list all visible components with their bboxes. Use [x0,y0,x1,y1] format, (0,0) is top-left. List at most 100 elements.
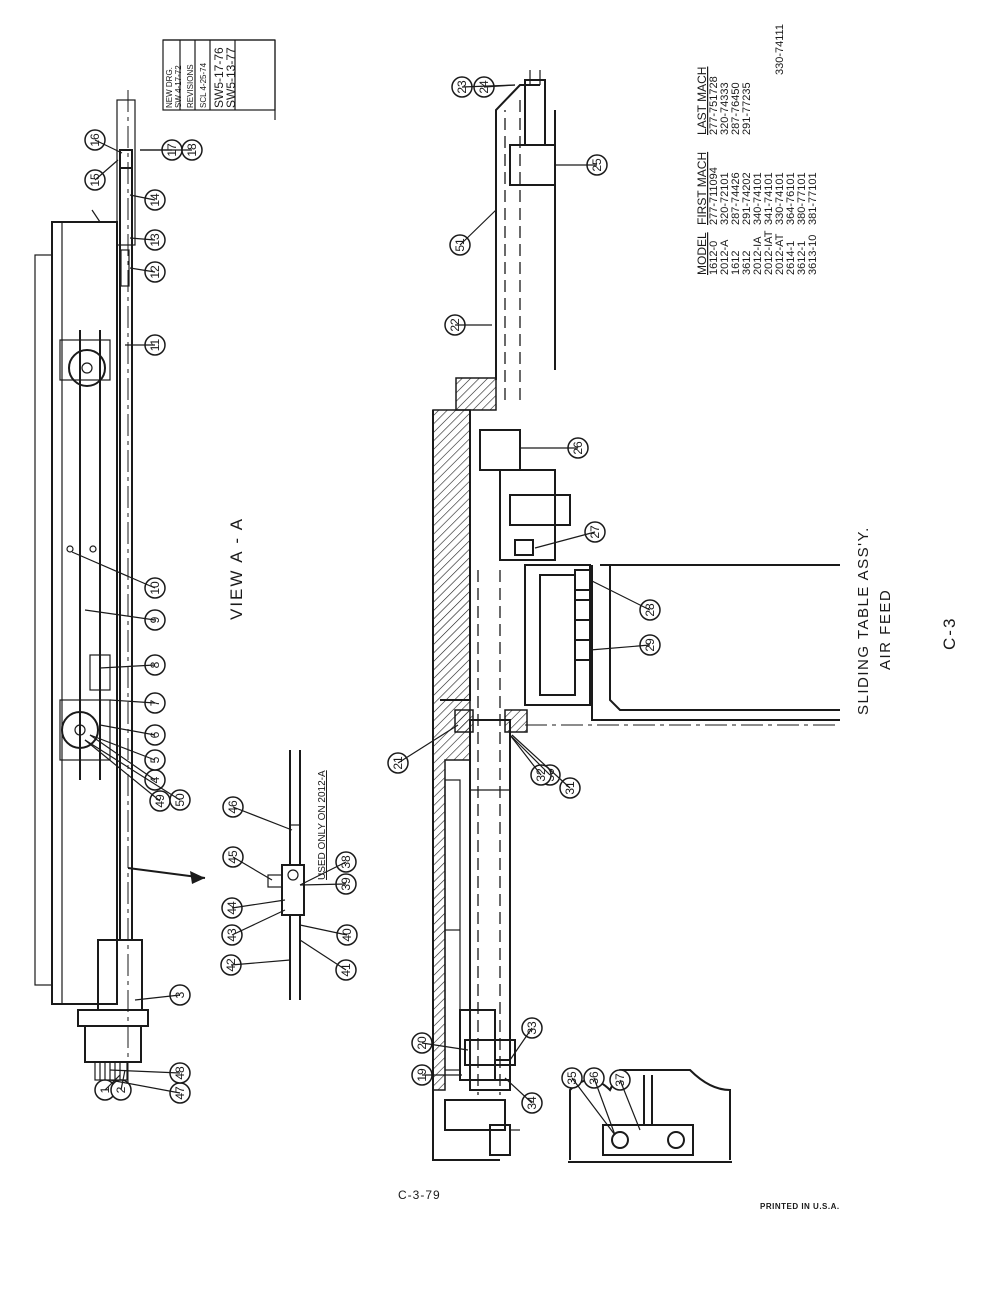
leader-line [509,1027,533,1061]
leader-line [109,1069,181,1074]
leader-line [94,159,119,181]
leader-line [129,237,156,241]
leader-line [84,609,156,621]
leader-line [299,939,347,971]
left-assembly-view [34,90,206,1090]
svg-text:29: 29 [643,638,657,652]
leader-line [99,664,156,669]
revision-row: SW5-17-76 [212,47,226,108]
svg-text:35: 35 [565,1071,579,1085]
revision-block: NEW DRG. SW 4-17-72 REVISIONS SCL 4-25-7… [162,39,276,120]
table-header: LAST MACH [695,67,709,135]
svg-text:8: 8 [148,661,162,668]
table-cell: 2012-A [719,239,731,275]
leader-line [89,734,156,761]
leader-line [99,724,156,736]
revision-row: SCL 4-25-74 [199,62,208,108]
svg-text:36: 36 [587,1071,601,1085]
sheet-number: C-3 [940,617,959,650]
leader-line [459,209,497,246]
leader-line [94,139,123,154]
svg-text:33: 33 [525,1021,539,1035]
table-cell: 291-77235 [741,82,753,135]
right-assembly-section [432,70,840,1161]
leader-line [511,734,571,789]
leader-line [504,1077,533,1104]
leader-line [589,644,651,651]
leader-line [299,861,347,886]
leader-line [71,551,156,589]
table-cell: 3612-1 [796,241,808,275]
table-cell: 330-74111 [774,24,786,75]
svg-text:16: 16 [88,133,102,147]
leader-line [231,899,286,909]
printed-in-label: PRINTED IN U.S.A. [760,1202,840,1211]
callout-leaders [71,84,651,1136]
table-cell: 320-74333 [719,82,731,135]
revision-row: SW5-13-77 [224,47,238,108]
table-cell: 341-74101 [763,172,775,225]
table-cell: 291-74202 [741,172,753,225]
drawing-title: SLIDING TABLE ASS'Y. [855,526,872,715]
table-cell: 381-77101 [807,172,819,225]
leader-line [109,1079,181,1094]
callout-12: 12 [144,261,166,283]
table-cell: 2012-IA [752,236,764,275]
revision-rows: NEW DRG. SW 4-17-72 REVISIONS SCL 4-25-7… [165,47,238,108]
detail-view-2012a [267,750,305,1000]
table-cell: 287-76450 [730,82,742,135]
table-cell: 287-74426 [730,172,742,225]
table-cell: 277-711094 [708,167,720,225]
title-block: SLIDING TABLE ASS'Y. AIR FEED C-3 [855,526,959,715]
leader-line [120,1069,126,1091]
view-label: VIEW A - A [227,517,246,620]
leader-line [89,734,156,781]
table-cell: 1612-0 [708,241,720,275]
leader-line [232,856,273,881]
table-cell: 277-751728 [708,76,720,135]
svg-text:3: 3 [173,991,187,998]
leader-line [509,734,542,776]
leader-line [589,579,651,611]
leader-line [134,994,181,1001]
leader-line [104,1074,121,1091]
svg-text:38: 38 [339,855,353,869]
leader-line [231,909,286,936]
leader-line [421,1042,469,1051]
leader-line [534,531,596,549]
leader-line [232,806,293,831]
leader-line [299,883,347,886]
leader-line [397,724,459,764]
table-cell: 3613-10 [807,235,819,275]
model-table: MODEL FIRST MACH LAST MACH 1612-0 277-71… [695,24,819,275]
leader-line [230,959,291,966]
table-header: MODEL [695,232,709,275]
table-cell: 2012-AT [774,233,786,275]
table-cell: 340-74101 [752,172,764,225]
svg-text:45: 45 [226,850,240,864]
revision-row: REVISIONS [186,64,195,108]
drawing-subtitle: AIR FEED [877,589,894,670]
leader-line [593,1077,616,1136]
leader-line [299,924,348,936]
table-cell: 2012-IAT [763,230,775,275]
revision-row: SW 4-17-72 [174,65,183,108]
table-cell: 330-74101 [774,172,786,225]
table-cell: 320-72101 [719,172,731,225]
leader-line [509,734,551,776]
table-cell: 364-76101 [785,172,797,225]
leader-line [109,699,156,704]
leader-line [84,739,161,802]
revision-row: NEW DRG. [165,67,174,108]
table-header: FIRST MACH [695,152,709,225]
table-cell: 1612 [730,251,742,275]
leader-line [129,194,156,201]
used-only-note: USED ONLY ON 2012-A [317,770,328,880]
svg-text:37: 37 [613,1073,627,1087]
page-code: C-3-79 [398,1188,441,1202]
table-cell: 3612 [741,251,753,275]
callout-27: 27 [584,521,606,543]
